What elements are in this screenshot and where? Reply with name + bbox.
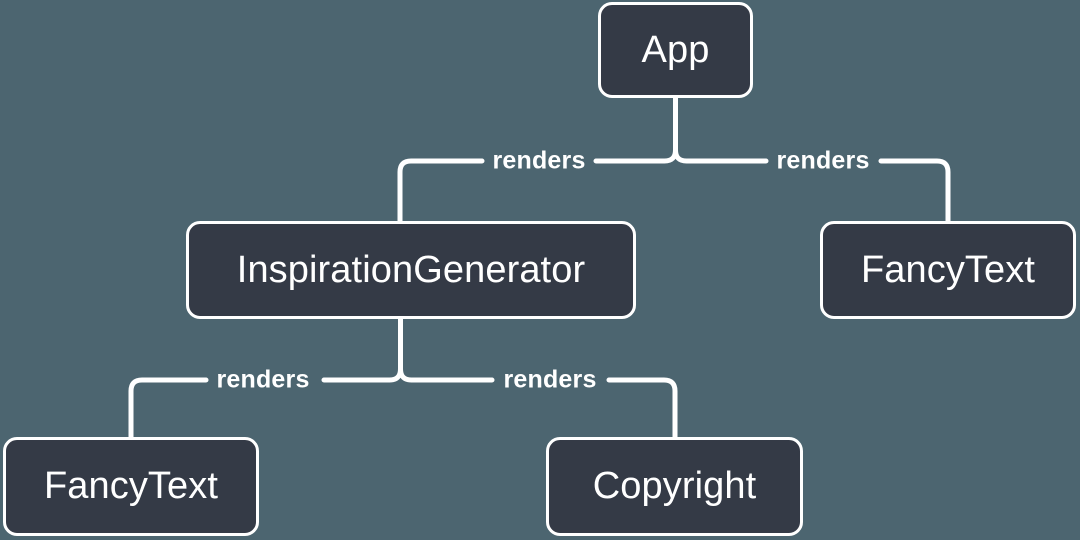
edge-label-inspiration-generator-to-fancytext: renders	[216, 365, 310, 394]
edge-label-inspiration-generator-to-copyright: renders	[503, 365, 597, 394]
node-fancytext-bottom-left[interactable]: FancyText	[3, 437, 259, 536]
edge-label-app-to-fancytext-right: renders	[776, 146, 870, 175]
node-inspiration-generator[interactable]: InspirationGenerator	[186, 221, 636, 319]
node-inspiration-generator-label: InspirationGenerator	[236, 248, 586, 291]
node-fancytext-right-label: FancyText	[860, 248, 1036, 291]
node-fancytext-right[interactable]: FancyText	[820, 221, 1076, 319]
node-app[interactable]: App	[598, 2, 753, 98]
node-app-label: App	[641, 28, 710, 71]
node-copyright-label: Copyright	[592, 465, 757, 507]
node-copyright[interactable]: Copyright	[546, 437, 803, 536]
edge-label-app-to-inspiration-generator: renders	[492, 146, 586, 175]
node-fancytext-bottom-left-label: FancyText	[43, 465, 219, 507]
